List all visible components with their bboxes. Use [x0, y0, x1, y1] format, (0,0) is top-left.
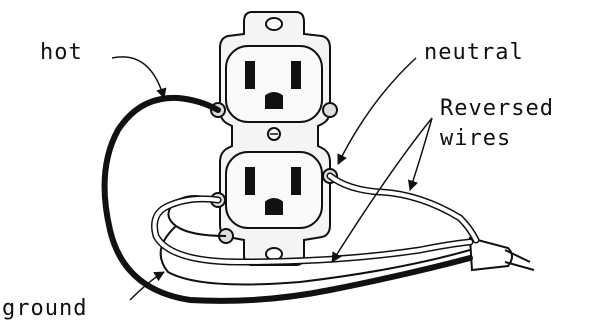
neutral-leader: [338, 58, 416, 164]
hot-leader: [112, 57, 164, 98]
label-reversed-line2: wires: [440, 126, 511, 151]
label-reversed-line1: Reversed: [440, 96, 554, 121]
label-hot: hot: [40, 40, 83, 65]
label-ground: ground: [2, 296, 87, 321]
reversed-leader-1: [410, 118, 432, 190]
outlet-receptacle: [211, 12, 337, 265]
cable-sheath: [470, 238, 534, 270]
label-neutral: neutral: [424, 40, 524, 65]
